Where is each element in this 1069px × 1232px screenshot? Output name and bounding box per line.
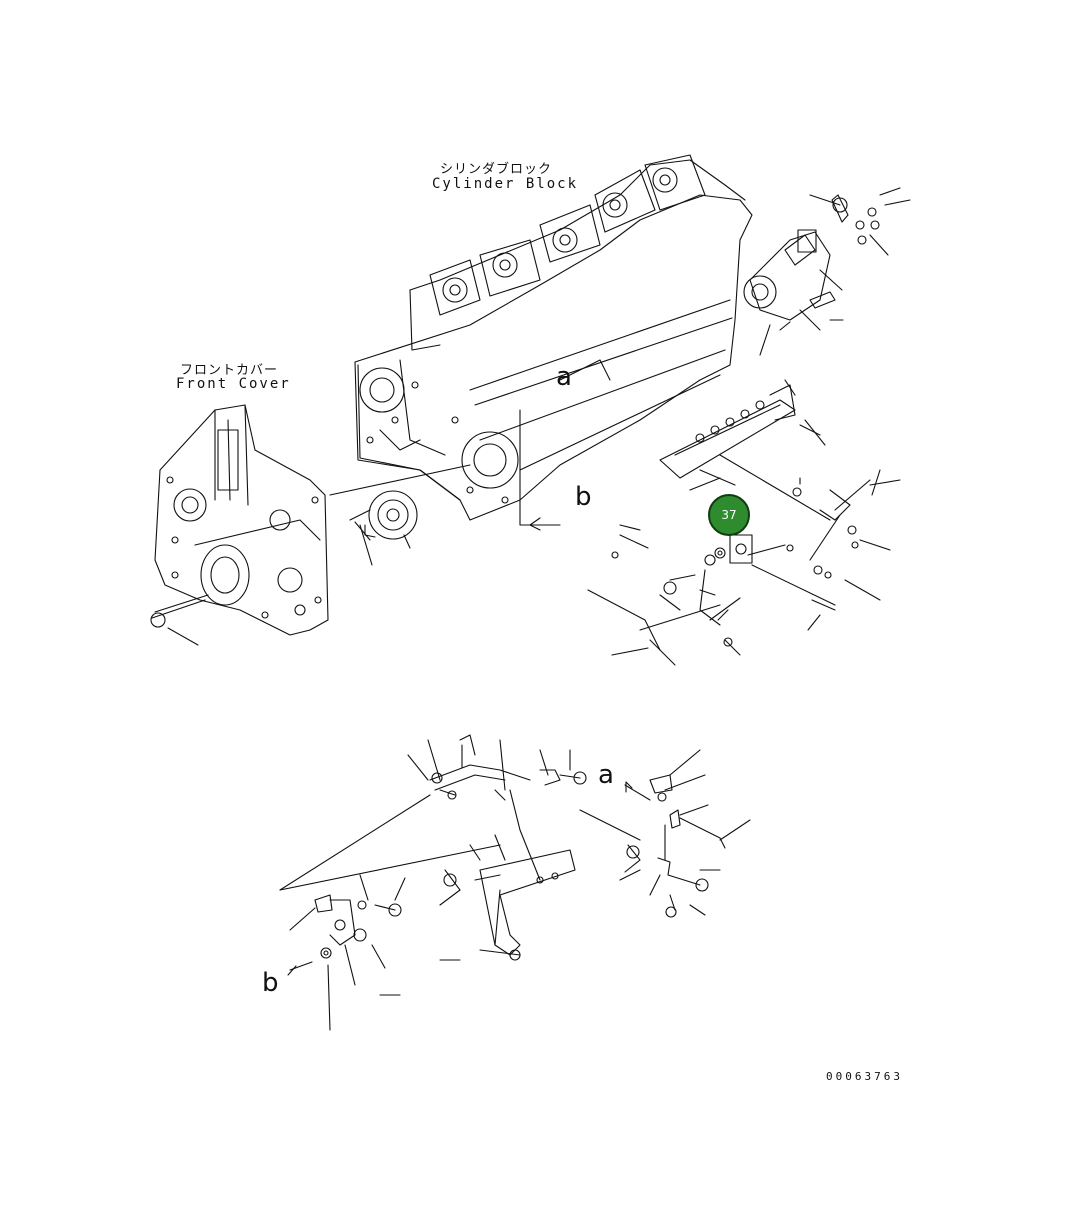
part-callout-37[interactable]: 37 xyxy=(708,494,750,536)
front-cover-label-en: Front Cover xyxy=(176,376,291,392)
center-bracket-illustration xyxy=(587,524,836,666)
reference-b-top: b xyxy=(575,482,592,512)
reference-a-bottom: a xyxy=(598,760,614,790)
gear-and-nut-illustration xyxy=(329,464,471,566)
cylinder-block-illustration xyxy=(354,154,753,531)
drawing-code: 00063763 xyxy=(826,1070,903,1083)
cylinder-block-label-jp: シリンダブロック xyxy=(440,162,553,177)
reference-b-bottom: b xyxy=(262,968,279,998)
lower-detail-a-illustration xyxy=(279,734,751,1031)
front-cover-illustration xyxy=(150,404,329,646)
fuel-pump-illustration xyxy=(743,187,911,356)
cylinder-block-label-en: Cylinder Block xyxy=(432,176,579,192)
reference-a-top: a xyxy=(556,362,572,392)
front-cover-label-jp: フロントカバー xyxy=(180,363,279,378)
fuel-rail-illustration xyxy=(659,379,901,601)
